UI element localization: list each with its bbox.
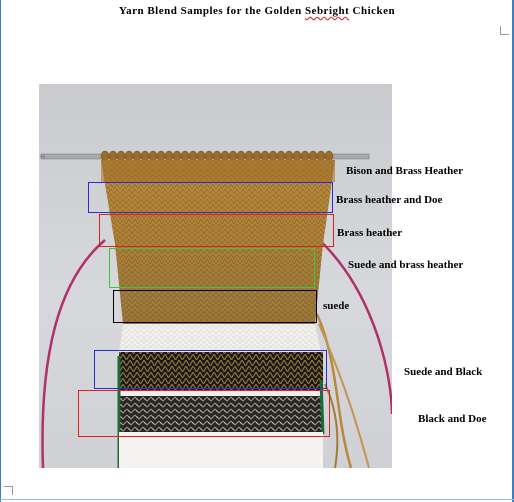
label-suede-black: Suede and Black — [404, 366, 483, 378]
misspelled-word[interactable]: Sebright — [304, 5, 350, 17]
box-brass-heather — [99, 214, 334, 247]
label-black-doe: Black and Doe — [418, 413, 487, 425]
knitting-illustration — [39, 150, 392, 468]
document-title[interactable]: Yarn Blend Samples for the Golden Sebrig… — [0, 5, 514, 17]
label-brass-heather: Brass heather — [337, 227, 403, 239]
margin-corner-mark — [4, 486, 13, 495]
title-end: Chicken — [349, 5, 396, 17]
page-border-right — [512, 0, 514, 502]
box-suede-black — [94, 350, 327, 389]
page-border-left — [0, 0, 1, 502]
box-black-doe — [78, 390, 330, 437]
label-suede: suede — [323, 300, 350, 312]
margin-corner-mark — [500, 26, 509, 35]
page-border-bottom — [0, 499, 514, 500]
label-brass-heather-doe: Brass heather and Doe — [336, 194, 443, 206]
title-start: Yarn Blend Samples for the Golden — [118, 5, 305, 17]
box-suede — [113, 290, 317, 323]
knitting-photo — [39, 84, 392, 468]
label-suede-brass-heather: Suede and brass heather — [348, 259, 464, 271]
box-suede-brass-heather — [109, 248, 315, 288]
box-brass-heather-doe — [88, 182, 333, 213]
label-bison-brass-heather: Bison and Brass Heather — [346, 165, 464, 177]
